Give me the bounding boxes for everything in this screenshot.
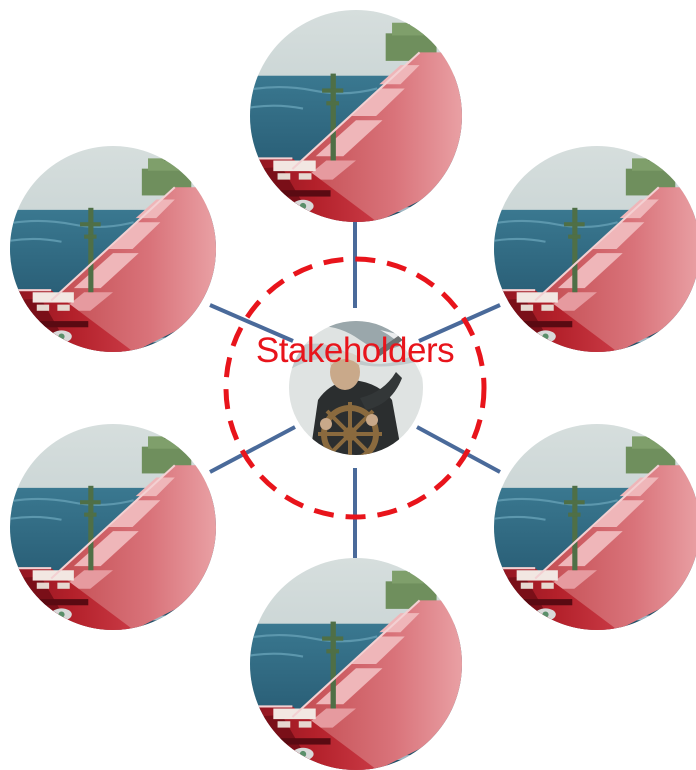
ship-node-lower-left	[10, 424, 216, 630]
ship-node-upper-right	[494, 146, 696, 352]
ship-node-upper-left	[10, 146, 216, 352]
ship-node-bottom	[250, 558, 462, 770]
captain-image	[289, 321, 423, 466]
ship-node-lower-right	[494, 424, 696, 630]
connector-upper-right	[419, 305, 500, 341]
center-node	[289, 321, 423, 466]
ship-node-top	[250, 10, 462, 222]
